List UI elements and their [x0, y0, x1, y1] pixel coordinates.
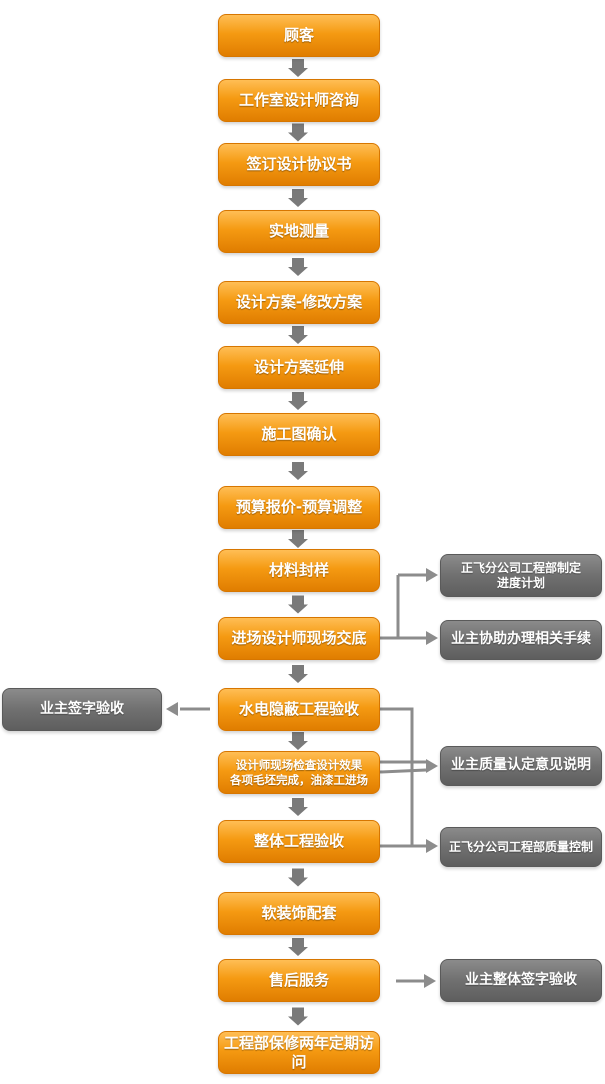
down-arrow-11	[288, 732, 308, 750]
arrowhead-quality-opinion	[426, 759, 438, 773]
step-material-sample: 材料封样	[218, 549, 380, 592]
down-arrow-13	[288, 868, 308, 887]
arrowhead-quality-control	[426, 839, 438, 853]
arrowhead-overall-sign	[424, 974, 436, 988]
down-arrow-4	[288, 258, 308, 276]
down-arrow-5	[288, 326, 308, 344]
step-site-measure: 实地测量	[218, 210, 380, 253]
down-arrow-2	[288, 123, 308, 142]
arrowhead-assist-procedures	[426, 631, 438, 645]
down-arrow-8	[288, 530, 308, 548]
step-design-extend: 设计方案延伸	[218, 346, 380, 389]
down-arrow-12	[288, 798, 308, 816]
step-design-effect-check: 设计师现场检查设计效果 各项毛坯完成，油漆工进场	[218, 751, 380, 794]
down-arrow-10	[288, 665, 308, 683]
down-arrow-14	[288, 938, 308, 956]
arrowhead-owner-sign	[166, 702, 178, 716]
arrowhead-progress-plan	[426, 568, 438, 582]
step-after-sales: 售后服务	[218, 959, 380, 1002]
side-owner-sign-acceptance: 业主签字验收	[2, 688, 162, 731]
side-progress-plan: 正飞分公司工程部制定 进度计划	[440, 554, 602, 597]
down-arrow-15	[288, 1007, 308, 1026]
side-owner-quality-opinion: 业主质量认定意见说明	[440, 746, 602, 786]
connector-to-quality-opinion	[379, 760, 427, 774]
step-soft-decoration: 软装饰配套	[218, 892, 380, 935]
down-arrow-9	[288, 595, 308, 614]
step-hidden-works-check: 水电隐蔽工程验收	[218, 688, 380, 731]
step-design-plan: 设计方案-修改方案	[218, 281, 380, 324]
down-arrow-7	[288, 462, 308, 480]
step-overall-acceptance: 整体工程验收	[218, 820, 380, 863]
side-quality-control: 正飞分公司工程部质量控制	[440, 827, 602, 867]
down-arrow-3	[288, 189, 308, 207]
down-arrow-6	[288, 392, 308, 410]
connector-briefing-branch	[380, 573, 426, 640]
connector-acceptance-bracket	[380, 707, 414, 848]
step-sign-agreement: 签订设计协议书	[218, 143, 380, 186]
down-arrow-1	[288, 59, 308, 77]
step-construction-drawing: 施工图确认	[218, 413, 380, 456]
step-customer: 顾客	[218, 14, 380, 57]
side-owner-overall-sign: 业主整体签字验收	[440, 959, 602, 1002]
side-owner-assist-procedures: 业主协助办理相关手续	[440, 620, 602, 660]
step-warranty-visit: 工程部保修两年定期访问	[218, 1031, 380, 1074]
step-onsite-briefing: 进场设计师现场交底	[218, 617, 380, 660]
step-budget: 预算报价-预算调整	[218, 486, 380, 529]
step-designer-consult: 工作室设计师咨询	[218, 79, 380, 122]
